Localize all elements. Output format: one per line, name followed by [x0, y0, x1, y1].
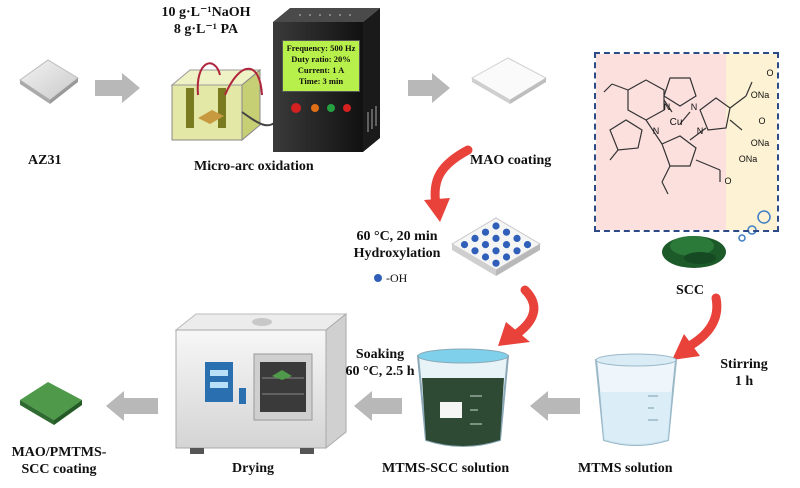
label-final-coating: MAO/PMTMS- SCC coating	[4, 444, 114, 478]
label-scc: SCC	[676, 283, 705, 298]
label-az31: AZ31	[28, 153, 62, 168]
screen-line-current: Current: 1 A	[297, 65, 345, 75]
legend-oh: -OH	[374, 270, 407, 287]
molecule-atom-label: O	[766, 68, 773, 78]
molecule-atom-label: ONa	[751, 138, 770, 148]
oh-dot	[513, 234, 521, 242]
scc-molecule: N N N N Cu O ONa O ONa O ONa	[596, 54, 777, 230]
arrow-mao-machine-to-coating	[408, 73, 450, 103]
label-hydroxylation-cond: 60 °C, 20 min	[356, 229, 438, 244]
molecule-atom-label: Cu	[670, 117, 683, 128]
label-electrolyte-naoh: 10 g·L⁻¹NaOH	[161, 5, 251, 20]
molecule-atom-label: N	[653, 126, 660, 136]
molecule-atom-label: N	[664, 102, 671, 112]
label-hydroxylation: 60 °C, 20 min Hydroxylation	[342, 228, 452, 262]
label-micro-arc-oxidation: Micro-arc oxidation	[194, 159, 314, 174]
label-electrolyte-pa: 8 g·L⁻¹ PA	[173, 22, 239, 37]
oh-dot	[471, 247, 479, 255]
arrow-stirring	[672, 293, 722, 360]
oh-dot	[492, 222, 500, 230]
oh-dot	[492, 234, 500, 242]
power-button-icon	[291, 103, 301, 113]
molecule-atom-label: N	[697, 126, 704, 136]
oh-dot	[481, 241, 490, 249]
az31-plate	[19, 59, 79, 104]
molecule-atom-label: ONa	[751, 90, 770, 100]
label-electrolyte: 10 g·L⁻¹NaOH 8 g·L⁻¹ PA	[150, 4, 262, 38]
label-mao-coating: MAO coating	[470, 153, 552, 168]
mtms-scc-beaker	[416, 348, 510, 447]
mtms-beaker	[594, 353, 678, 446]
oh-dot	[502, 228, 511, 236]
arrow-drying-to-final	[106, 391, 158, 421]
label-soaking-cond: 60 °C, 2.5 h	[345, 364, 415, 379]
label-stirring-text: Stirring	[720, 357, 768, 372]
power-supply-screen: Frequency: 500 Hz Duty ratio: 20% Curren…	[282, 40, 360, 92]
oh-dot	[492, 259, 500, 267]
oh-dot	[481, 253, 490, 261]
oh-dot	[481, 228, 490, 236]
label-drying: Drying	[232, 461, 274, 476]
mao-coating-plate	[470, 57, 548, 104]
scc-powder	[662, 236, 726, 268]
oh-dot	[492, 247, 500, 255]
oh-dot-icon	[374, 274, 382, 282]
arrow-mtms-to-mtms-scc	[530, 391, 580, 421]
screen-line-frequency: Frequency: 500 Hz	[286, 43, 356, 53]
molecule-atom-label: O	[758, 116, 765, 126]
oh-dot	[523, 241, 532, 249]
label-stirring: Stirring 1 h	[714, 356, 774, 390]
screen-line-duty: Duty ratio: 20%	[291, 54, 351, 64]
molecule-atom-label: ONa	[739, 154, 758, 164]
oh-dot	[513, 247, 521, 255]
label-stirring-time: 1 h	[734, 374, 754, 389]
arrow-az31-to-mao	[95, 73, 140, 103]
drying-oven	[174, 312, 348, 454]
label-hydroxylation-name: Hydroxylation	[353, 246, 441, 261]
label-final-line2: SCC coating	[21, 462, 97, 477]
oh-dot	[460, 241, 469, 249]
final-coating-plate	[20, 382, 82, 425]
oh-dot	[471, 234, 479, 242]
arrow-soaking-to-drying	[354, 391, 402, 421]
oh-dot	[502, 241, 511, 249]
label-soaking-text: Soaking	[355, 347, 405, 362]
legend-oh-text: -OH	[386, 271, 408, 285]
label-soaking: Soaking 60 °C, 2.5 h	[340, 346, 420, 380]
screen-line-time: Time: 3 min	[298, 76, 344, 86]
label-mtms-solution: MTMS solution	[578, 461, 673, 476]
oh-dot	[502, 253, 511, 261]
label-mtms-scc-solution: MTMS-SCC solution	[382, 461, 510, 476]
arrow-to-hydroxylation	[424, 145, 473, 222]
molecule-dashed-box	[594, 52, 779, 232]
hydroxylated-plate	[451, 217, 541, 276]
electrolyte-tank	[170, 62, 279, 142]
molecule-atom-label: N	[691, 102, 698, 112]
molecule-atom-label: O	[724, 176, 731, 186]
arrow-to-mtms-scc	[498, 285, 539, 346]
label-final-line1: MAO/PMTMS-	[11, 445, 107, 460]
